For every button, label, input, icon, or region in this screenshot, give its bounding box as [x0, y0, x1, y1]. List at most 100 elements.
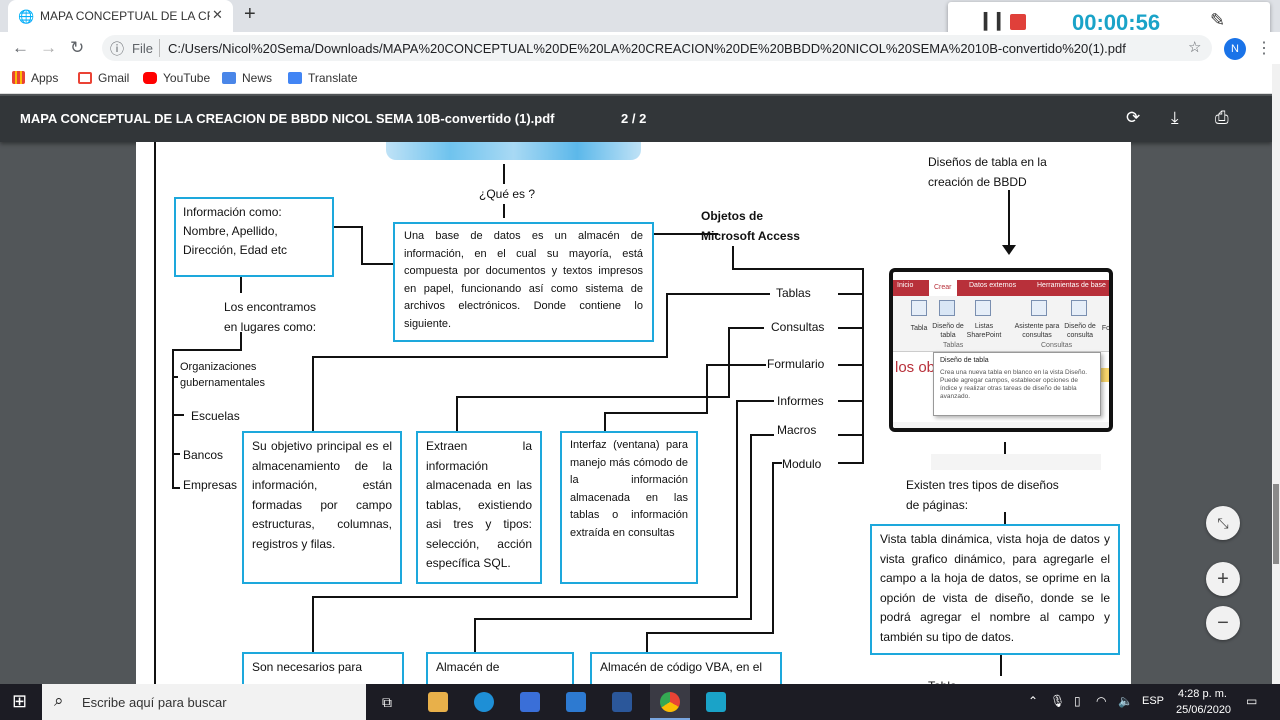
- print-icon[interactable]: ⎙: [1215, 108, 1229, 127]
- stop-icon[interactable]: [1010, 14, 1026, 30]
- info-icon[interactable]: ⓘ: [110, 41, 124, 57]
- query-wizard-icon: [1031, 300, 1047, 316]
- ribbon-item-listas-sharepoint: Listas SharePoint: [966, 323, 1002, 339]
- download-icon[interactable]: ⤓: [1171, 108, 1179, 127]
- chevron-up-icon[interactable]: ⌃: [1028, 694, 1039, 708]
- volume-icon[interactable]: 🔈: [1118, 694, 1133, 708]
- ribbon-tab-crear: Crear: [929, 280, 957, 296]
- taskbar-search-placeholder: Escribe aquí para buscar: [82, 695, 227, 710]
- fit-page-icon[interactable]: ⤡: [1206, 506, 1240, 540]
- windows-start-icon[interactable]: ⊞: [12, 691, 28, 711]
- connector-line: [736, 400, 774, 402]
- zoom-in-icon[interactable]: +: [1206, 562, 1240, 596]
- connector-line: [666, 293, 770, 295]
- battery-icon[interactable]: ▯: [1074, 694, 1081, 708]
- connector-line: [503, 204, 505, 218]
- screen-recorder-icon[interactable]: [706, 692, 726, 712]
- pause-icon[interactable]: ❙❙: [978, 10, 1006, 30]
- zoom-out-icon[interactable]: −: [1206, 606, 1240, 640]
- access-ribbon-screenshot: Inicio Crear Datos externos Herramientas…: [889, 268, 1113, 432]
- ribbon-tab-inicio: Inicio: [897, 282, 914, 289]
- kebab-menu-icon[interactable]: ⋮: [1256, 40, 1272, 57]
- connector-line: [172, 487, 180, 489]
- connector-line: [456, 396, 730, 398]
- bookmark-apps[interactable]: Apps: [12, 71, 58, 85]
- connector-line: [706, 364, 766, 366]
- chrome-icon[interactable]: [660, 692, 680, 712]
- three-types-line1: Existen tres tipos de diseños: [906, 478, 1059, 492]
- sharepoint-icon: [975, 300, 991, 316]
- group-consultas: Consultas: [1041, 342, 1073, 349]
- browser-tab[interactable]: 🌐 MAPA CONCEPTUAL DE LA CREA ✕: [8, 0, 233, 32]
- connector-line: [361, 226, 363, 264]
- connector-line: [172, 349, 242, 351]
- connector-line: [706, 364, 708, 414]
- connector-line: [652, 233, 718, 235]
- connector-line: [736, 400, 738, 596]
- connector-line: [503, 164, 505, 184]
- ribbon-item-tabla: Tabla: [910, 325, 928, 332]
- bookmark-translate[interactable]: Translate: [288, 71, 358, 85]
- connector-line: [732, 268, 864, 270]
- taskbar-search-box[interactable]: ⌕ Escribe aquí para buscar: [42, 684, 366, 720]
- tooltip-title: Diseño de tabla: [940, 357, 989, 364]
- ribbon-item-asistente: Asistente para consultas: [1014, 323, 1060, 339]
- bookmark-star-icon[interactable]: ☆: [1188, 39, 1202, 56]
- connector-line: [772, 462, 774, 634]
- profile-avatar[interactable]: N: [1224, 38, 1246, 60]
- arrow-down-icon: [1002, 245, 1016, 255]
- url-text[interactable]: C:/Users/Nicol%20Sema/Downloads/MAPA%20C…: [168, 41, 1126, 56]
- connector-line: [474, 618, 476, 652]
- ribbon-tabs: Inicio Crear Datos externos Herramientas…: [893, 280, 1109, 296]
- connector-line: [312, 596, 314, 652]
- connector-line: [646, 632, 774, 634]
- pen-icon[interactable]: ✎: [1210, 10, 1226, 30]
- mail-icon[interactable]: [566, 692, 586, 712]
- connector-line: [732, 246, 734, 270]
- task-view-icon[interactable]: ⧉: [382, 694, 392, 710]
- rotate-icon[interactable]: ⟳: [1126, 108, 1141, 127]
- language-indicator[interactable]: ESP: [1142, 695, 1165, 707]
- clock-time[interactable]: 4:28 p. m.: [1178, 688, 1227, 700]
- connector-line: [172, 349, 174, 489]
- tooltip-body: Crea una nueva tabla en blanco en la vis…: [940, 369, 1088, 400]
- new-tab-button[interactable]: +: [244, 3, 256, 25]
- bookmark-youtube[interactable]: YouTube: [143, 71, 210, 85]
- recording-timer: 00:00:56: [1072, 10, 1161, 35]
- tooltip: Diseño de tabla Crea una nueva tabla en …: [933, 352, 1101, 416]
- bottom-fragment: Tabla: [928, 676, 957, 684]
- ribbon-item-diseno-tabla: Diseño de tabla: [932, 323, 964, 339]
- back-arrow-icon[interactable]: ←: [12, 38, 29, 57]
- consultas-box: Extraen la información almacenada en las…: [416, 431, 542, 584]
- scrollbar-thumb[interactable]: [1273, 484, 1279, 564]
- edge-icon[interactable]: [474, 692, 494, 712]
- file-explorer-icon[interactable]: [428, 692, 448, 712]
- place-organizaciones: Organizaciones: [180, 361, 257, 373]
- wifi-icon[interactable]: ◠: [1096, 694, 1107, 708]
- bookmark-gmail[interactable]: Gmail: [78, 71, 129, 85]
- bookmark-news[interactable]: News: [222, 71, 272, 85]
- reload-icon[interactable]: ↻: [70, 38, 85, 57]
- connector-line: [361, 263, 395, 265]
- microphone-icon[interactable]: 🎙: [1050, 694, 1066, 708]
- connector-line: [240, 275, 242, 293]
- page-scrollbar[interactable]: [1272, 64, 1280, 684]
- pdf-title: MAPA CONCEPTUAL DE LA CREACION DE BBDD N…: [20, 111, 555, 126]
- clock-date[interactable]: 25/06/2020: [1176, 704, 1232, 716]
- connector-line: [456, 396, 458, 432]
- ribbon-item-diseno-consulta: Diseño de consulta: [1064, 323, 1096, 339]
- notifications-icon[interactable]: ▭: [1246, 694, 1258, 708]
- url-bar[interactable]: ⓘ File C:/Users/Nicol%20Sema/Downloads/M…: [102, 35, 1212, 61]
- connector-line: [838, 434, 863, 436]
- connector-line: [240, 332, 242, 350]
- object-formulario: Formulario: [767, 357, 825, 371]
- bottom-box-3: Almacén de código VBA, en el: [590, 652, 782, 684]
- objects-heading-line2: Microsoft Access: [701, 229, 800, 243]
- forward-arrow-icon[interactable]: →: [40, 38, 57, 57]
- connector-line: [728, 327, 730, 397]
- word-icon[interactable]: [612, 692, 632, 712]
- close-tab-icon[interactable]: ✕: [212, 7, 223, 22]
- store-icon[interactable]: [520, 692, 540, 712]
- info-box: Información como: Nombre, Apellido, Dire…: [174, 197, 334, 277]
- yellow-strip: [1099, 368, 1109, 382]
